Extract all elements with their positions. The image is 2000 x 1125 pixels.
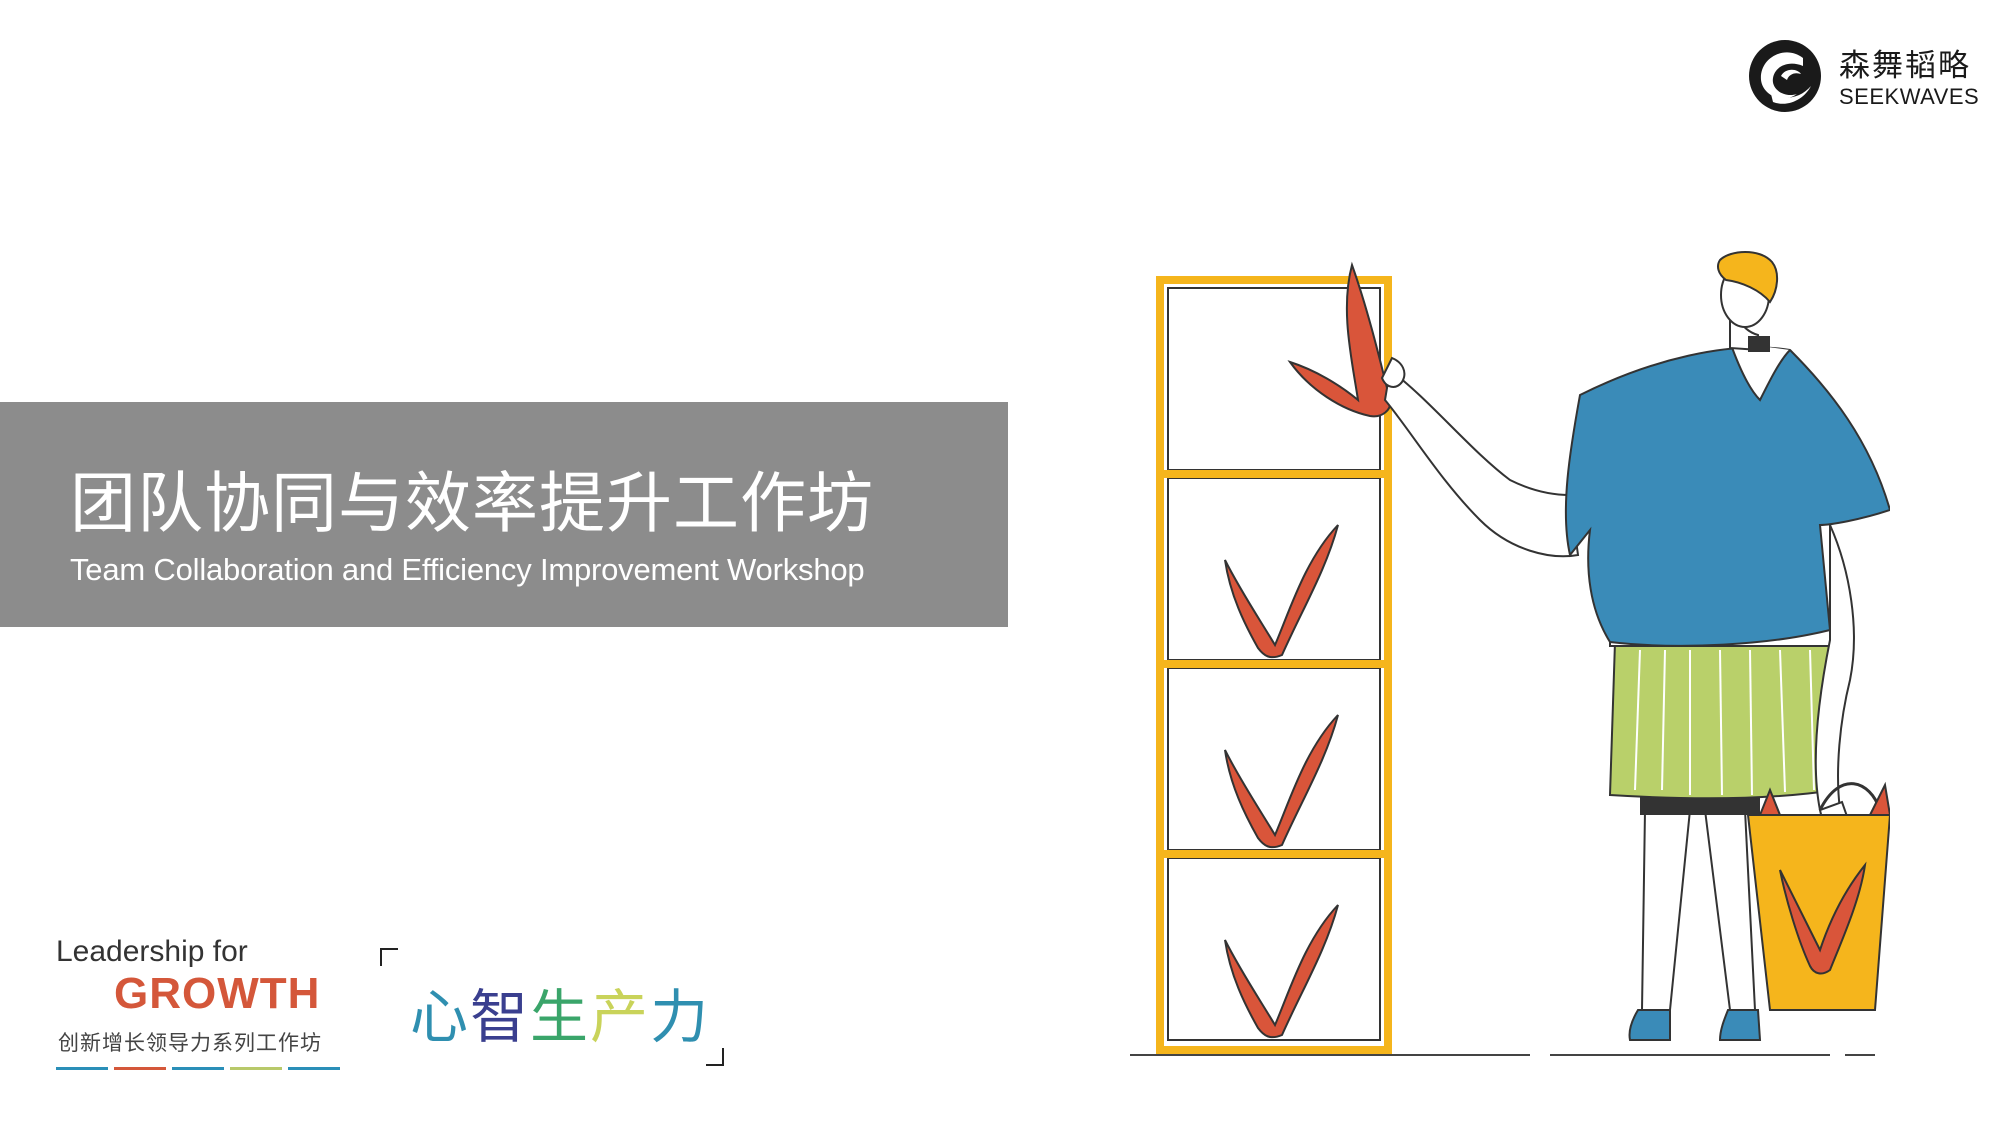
title-band bbox=[0, 402, 1008, 627]
person-figure bbox=[1380, 251, 1890, 1041]
brand-bar bbox=[172, 1067, 224, 1070]
brand-bar bbox=[56, 1067, 108, 1070]
slogan-char: 力 bbox=[650, 983, 711, 1051]
slogan-char: 智 bbox=[470, 983, 531, 1051]
page-title-cn: 团队协同与效率提升工作坊 bbox=[70, 465, 874, 542]
slogan-char: 产 bbox=[590, 983, 651, 1051]
slogan-text: 心智生产力 bbox=[410, 970, 710, 1054]
slogan-char: 心 bbox=[410, 983, 471, 1051]
brand-line-1: Leadership for bbox=[56, 935, 248, 968]
leadership-growth-brand: Leadership for GROWTH 创新增长领导力系列工作坊 bbox=[56, 935, 346, 1075]
slogan-char: 生 bbox=[530, 983, 591, 1051]
brand-logo: 森舞韬略 SEEKWAVES bbox=[1745, 36, 1979, 116]
brand-bar bbox=[114, 1067, 166, 1070]
corner-bracket-top-left bbox=[380, 948, 398, 966]
checkmark-icon bbox=[1224, 524, 1339, 659]
wave-logo-icon bbox=[1749, 40, 1821, 112]
brand-bar bbox=[230, 1067, 282, 1070]
brand-line-3: 创新增长领导力系列工作坊 bbox=[58, 1031, 322, 1055]
slogan: 心智生产力 bbox=[380, 948, 730, 1068]
logo-name-en: SEEKWAVES bbox=[1839, 84, 1980, 109]
logo-name-cn: 森舞韬略 bbox=[1839, 48, 1971, 84]
checkmark-icon bbox=[1224, 714, 1339, 849]
brand-line-2: GROWTH bbox=[114, 969, 321, 1018]
corner-bracket-bottom-right bbox=[706, 1048, 724, 1066]
page-title-en: Team Collaboration and Efficiency Improv… bbox=[70, 552, 865, 587]
person-checklist-illustration bbox=[1130, 251, 1890, 1056]
brand-bar bbox=[288, 1067, 340, 1070]
checkmark-icon bbox=[1287, 261, 1392, 418]
checkmark-icon bbox=[1224, 904, 1339, 1039]
brand-color-bars bbox=[56, 1067, 340, 1070]
